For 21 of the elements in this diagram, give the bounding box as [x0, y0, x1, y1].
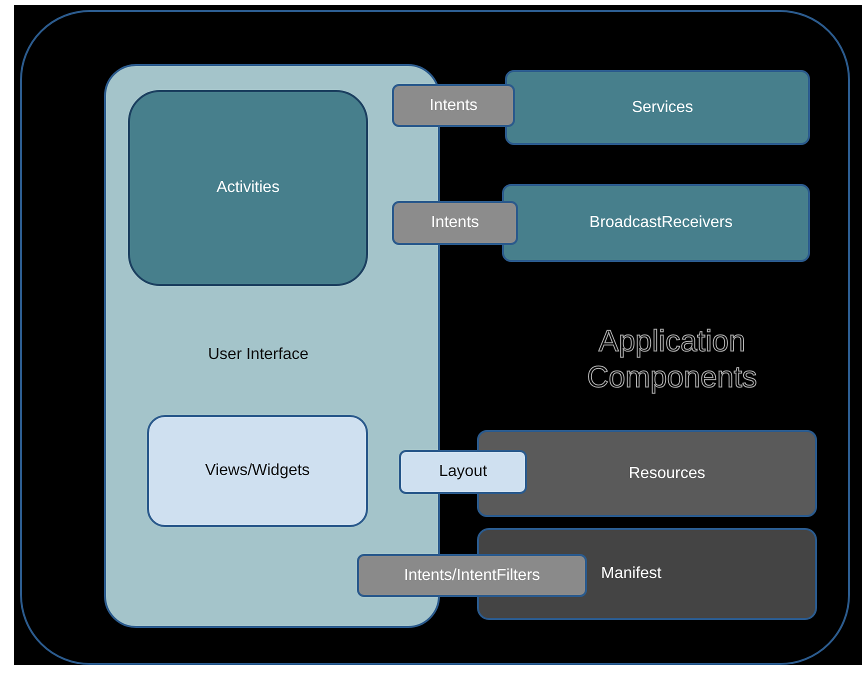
node-label: Layout: [438, 463, 488, 481]
node-label: Resources: [628, 464, 706, 482]
node-label: Manifest: [601, 565, 662, 583]
node-label: Views/Widgets: [204, 462, 311, 480]
node-label: Intents: [428, 96, 479, 114]
node-label: Intents: [430, 214, 480, 232]
section-title: Application Components: [586, 324, 758, 396]
component-box: [502, 184, 810, 262]
node-label: Activities: [215, 179, 281, 197]
component-box: [505, 70, 810, 145]
component-box: [357, 554, 587, 597]
component-box: [392, 201, 518, 245]
node-label: User Interface: [208, 346, 308, 364]
component-box: [147, 415, 368, 527]
outer-frame: [20, 10, 850, 665]
component-box: [128, 90, 368, 286]
component-box: [399, 450, 527, 494]
node-label: Intents/IntentFilters: [402, 566, 542, 584]
component-box: [392, 84, 515, 127]
node-label: Services: [630, 98, 694, 116]
node-label: BroadcastReceivers: [588, 214, 734, 232]
